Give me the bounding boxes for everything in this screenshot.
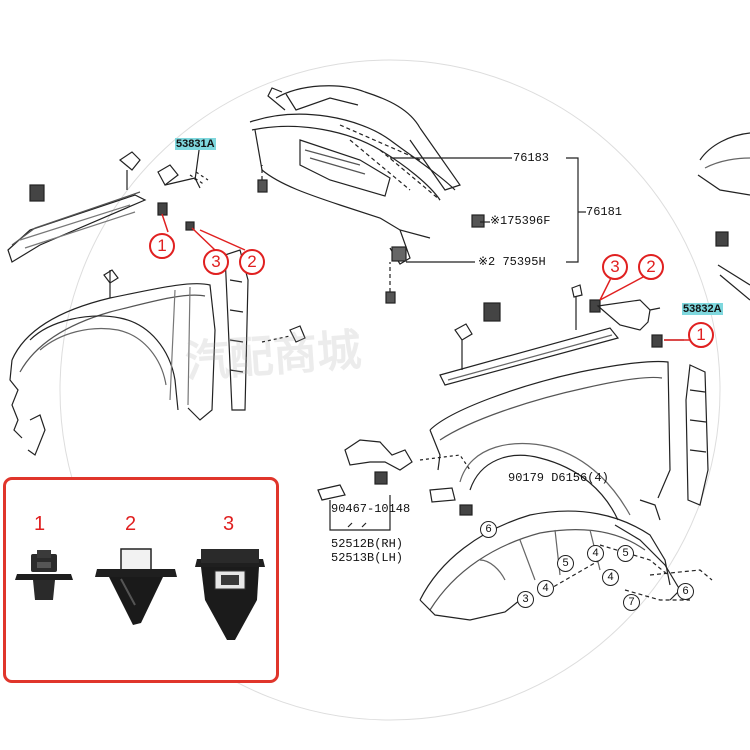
part-label-76183: 76183 <box>513 151 550 165</box>
part-label-75396F: ※175396F <box>490 214 551 228</box>
callout-3-right: 3 <box>602 254 628 280</box>
right-edge-part <box>697 132 750 301</box>
bubble-7: 7 <box>623 594 640 611</box>
clip-inset-panel: 1 2 3 <box>3 477 279 683</box>
bubble-4: 4 <box>602 569 619 586</box>
clip-2-image <box>95 548 177 625</box>
clip-3-image <box>195 549 265 640</box>
callout-2-right: 2 <box>638 254 664 280</box>
bubble-5: 5 <box>557 555 574 572</box>
bumper-guard-assembly <box>249 85 485 304</box>
part-label-76181: 76181 <box>586 205 623 219</box>
callout-1-right: 1 <box>688 322 714 348</box>
inset-label-1: 1 <box>34 513 46 535</box>
part-label-52512B: 52512B(RH) <box>331 537 404 551</box>
mudguard-bracket <box>317 439 471 531</box>
wheel-well-liner <box>419 510 713 621</box>
part-label-75395H: ※2 75395H <box>478 255 546 269</box>
part-label-52513B: 52513B(LH) <box>331 551 404 565</box>
callout-3-left: 3 <box>203 249 229 275</box>
watermark: 汽配商城 <box>183 324 363 389</box>
bubble-3: 3 <box>517 591 534 608</box>
inset-label-2: 2 <box>125 513 137 535</box>
callout-1-left: 1 <box>149 233 175 259</box>
left-fender-liner-strip <box>7 151 209 263</box>
clip-1-image <box>15 550 73 600</box>
bubble-4: 4 <box>537 580 554 597</box>
right-fender-liner-strip <box>439 284 684 386</box>
part-label-53832A: 53832A <box>682 303 723 315</box>
right-fender <box>429 360 709 521</box>
bubble-4: 4 <box>587 545 604 562</box>
part-label-53831A: 53831A <box>175 138 216 150</box>
left-fender <box>9 249 306 456</box>
inset-label-3: 3 <box>223 513 235 535</box>
bubble-6: 6 <box>677 583 694 600</box>
part-label-90467: 90467-10148 <box>331 502 411 516</box>
bubble-6: 6 <box>480 521 497 538</box>
bubble-5: 5 <box>617 545 634 562</box>
part-label-90179: 90179 D6156(4) <box>508 471 609 485</box>
callout-2-left: 2 <box>239 249 265 275</box>
